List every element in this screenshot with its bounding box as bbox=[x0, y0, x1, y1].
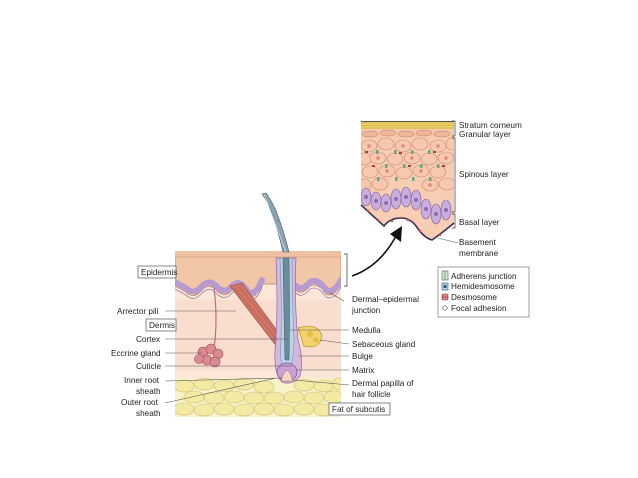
hair-follicle bbox=[274, 257, 323, 384]
outer-root-sheath-label: Outer root bbox=[121, 398, 159, 407]
skin-section bbox=[175, 251, 341, 417]
cortex-label: Cortex bbox=[136, 335, 160, 344]
fat-of-subcutis-label-box bbox=[328, 402, 391, 416]
inner-root-sheath-label-line2: sheath bbox=[136, 387, 161, 396]
hemidesmosome-icon bbox=[441, 282, 449, 291]
epidermis-label-box bbox=[137, 265, 177, 279]
basement-membrane-label: Basement bbox=[459, 238, 497, 247]
dermis-label-box bbox=[145, 318, 177, 332]
outer-root-sheath-label-line2: sheath bbox=[136, 409, 161, 418]
inset-brackets bbox=[452, 120, 456, 229]
epidermis-label: Epidermis bbox=[141, 268, 177, 277]
cuticle-label: Cuticle bbox=[136, 362, 161, 371]
legend-item-desmosome: Desmosome bbox=[451, 293, 497, 302]
dermal-epidermal-junction-label-line2: junction bbox=[351, 306, 381, 315]
dermal-papilla-label-line2: hair follicle bbox=[352, 390, 391, 399]
basement-membrane-line bbox=[360, 204, 455, 241]
leader-lines bbox=[164, 292, 350, 404]
dermis-label: Dermis bbox=[149, 321, 175, 330]
spinous-layer-label: Spinous layer bbox=[459, 170, 509, 179]
desmosome-icon bbox=[441, 293, 449, 301]
eccrine-gland bbox=[194, 287, 224, 368]
sebaceous-gland-label: Sebaceous gland bbox=[352, 340, 416, 349]
stratum-corneum-band bbox=[361, 121, 454, 129]
legend-item-focal-adhesion: Focal adhesion bbox=[451, 304, 507, 313]
granular-layer-label: Granular layer bbox=[459, 130, 511, 139]
legend-item-adherens-junction: Adherens junction bbox=[451, 272, 517, 281]
epidermis-bracket bbox=[344, 253, 348, 287]
legend-box bbox=[437, 266, 530, 318]
sebaceous-gland bbox=[297, 325, 323, 348]
fat-of-subcutis-label: Fat of subcutis bbox=[332, 405, 385, 414]
magnify-arrow-head bbox=[390, 226, 402, 242]
fat-region bbox=[175, 377, 341, 417]
basal-layer-label: Basal layer bbox=[459, 218, 500, 227]
medulla-label: Medulla bbox=[352, 326, 381, 335]
magnify-arrow bbox=[351, 235, 397, 277]
arrector-pili-label: Arrector pili bbox=[117, 307, 159, 316]
legend-item-hemidesmosome: Hemidesmosome bbox=[451, 282, 515, 291]
hair-shaft bbox=[261, 192, 290, 253]
basement-membrane-label-line2: membrane bbox=[459, 249, 499, 258]
dermal-papilla-label: Dermal papilla of bbox=[352, 379, 414, 388]
eccrine-gland-label: Eccrine gland bbox=[111, 349, 161, 358]
focal-adhesion-icon bbox=[442, 305, 448, 311]
adherens-junction-icon bbox=[441, 270, 449, 281]
stratum-corneum-label: Stratum corneum bbox=[459, 121, 522, 130]
epidermis-inset bbox=[361, 121, 454, 240]
inner-root-sheath-label: Inner root bbox=[124, 376, 160, 385]
dermal-epidermal-junction-label: Dermal–epidermal bbox=[352, 295, 419, 304]
matrix-label: Matrix bbox=[352, 366, 374, 375]
junction-legend: Adherens junction Hemidesmosome Desmosom… bbox=[437, 266, 530, 318]
bulge-label: Bulge bbox=[352, 352, 373, 361]
